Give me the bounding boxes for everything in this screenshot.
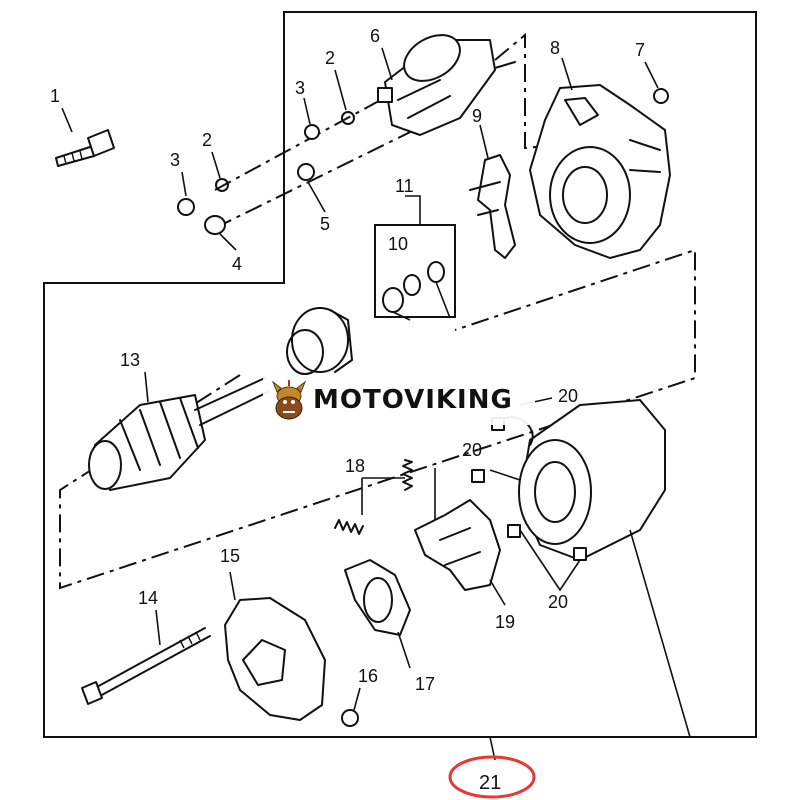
callout-5: 5 xyxy=(320,214,330,234)
callout-2-upper: 2 xyxy=(325,48,335,68)
callout-3-lower: 3 xyxy=(170,150,180,170)
part-shift-lever-9 xyxy=(469,154,516,259)
callout-17: 17 xyxy=(415,674,435,694)
callout-20-middle: 20 xyxy=(462,440,482,460)
assembly-frame xyxy=(43,11,757,738)
assembly-dash-line-solenoid xyxy=(214,109,456,229)
part-nut-5 xyxy=(297,163,315,181)
callout-1: 1 xyxy=(50,86,60,106)
part-pinion-clutch xyxy=(286,307,353,375)
highlight-circle-21 xyxy=(448,755,536,799)
callout-16: 16 xyxy=(358,666,378,686)
watermark-text: MOTOVIKING xyxy=(313,385,513,415)
callout-6: 6 xyxy=(370,26,380,46)
part-collar-10 xyxy=(382,287,404,313)
part-brush-20-a xyxy=(471,469,485,483)
part-brush-holder-19 xyxy=(414,499,501,591)
callout-14: 14 xyxy=(138,588,158,608)
callout-7: 7 xyxy=(635,40,645,60)
part-spring-18 xyxy=(334,459,413,535)
part-bolt-1 xyxy=(55,129,115,167)
callout-10: 10 xyxy=(388,234,408,254)
part-solenoid-6 xyxy=(377,34,516,136)
part-nut-3-upper xyxy=(304,124,320,140)
callout-13: 13 xyxy=(120,350,140,370)
part-end-frame-15 xyxy=(224,597,326,721)
callout-2-lower: 2 xyxy=(202,130,212,150)
callout-18: 18 xyxy=(345,456,365,476)
part-nut-3-lower xyxy=(177,198,195,216)
part-brush-20-b xyxy=(507,524,521,538)
part-field-housing xyxy=(499,399,666,561)
callout-20-bottom: 20 xyxy=(548,592,568,612)
part-washer-10 xyxy=(427,261,445,283)
part-cap-4 xyxy=(204,215,226,235)
part-washer-2-upper xyxy=(341,111,355,125)
group-box-11 xyxy=(374,224,456,318)
part-ring-10 xyxy=(403,274,421,296)
callout-15: 15 xyxy=(220,546,240,566)
part-brush-plate-17 xyxy=(344,559,411,636)
callout-11: 11 xyxy=(395,176,414,196)
part-armature-13 xyxy=(88,377,269,491)
viking-mascot-icon xyxy=(271,380,307,420)
callout-21: 21 xyxy=(479,772,501,794)
callout-19: 19 xyxy=(495,612,515,632)
part-drive-housing-8 xyxy=(529,84,671,259)
part-washer-2-lower xyxy=(215,178,229,192)
part-through-bolt-14 xyxy=(81,627,211,705)
callout-8: 8 xyxy=(550,38,560,58)
part-screw-16 xyxy=(341,709,359,727)
part-nut-7 xyxy=(653,88,669,104)
part-brush-20-c xyxy=(573,547,587,561)
callout-9: 9 xyxy=(472,106,482,126)
watermark: MOTOVIKING xyxy=(263,375,535,425)
callout-20-top: 20 xyxy=(558,386,578,406)
callout-4: 4 xyxy=(232,254,242,274)
callout-3-upper: 3 xyxy=(295,78,305,98)
